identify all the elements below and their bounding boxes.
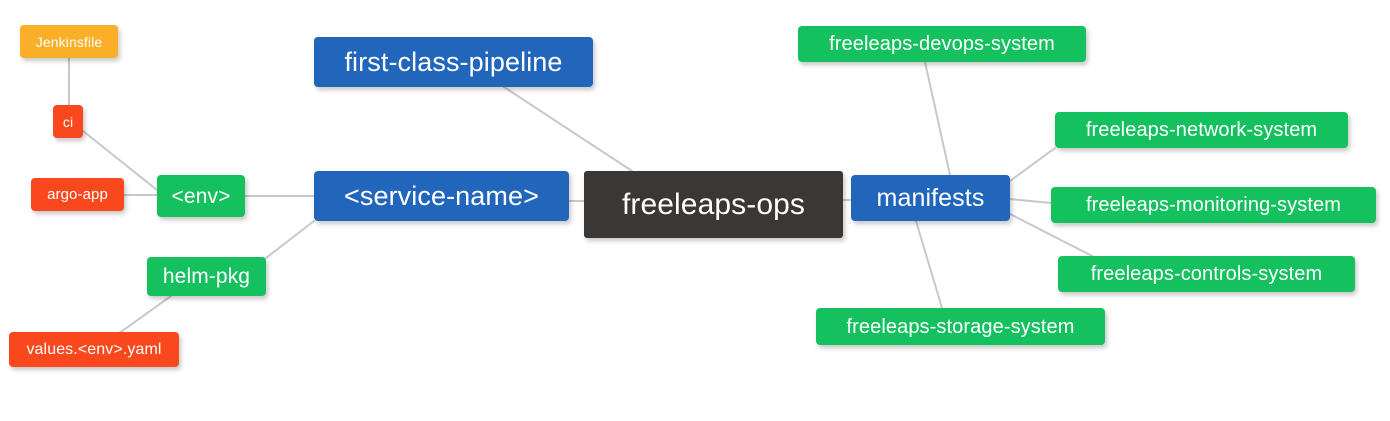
- edge-freeleaps-network-system-to-manifests: [1009, 147, 1056, 182]
- edge-freeleaps-storage-system-to-manifests: [915, 220, 943, 309]
- node-freeleaps-controls-system[interactable]: freeleaps-controls-system: [1058, 256, 1355, 292]
- edge-freeleaps-monitoring-system-to-manifests: [1009, 198, 1052, 204]
- node-jenkinsfile[interactable]: Jenkinsfile: [20, 25, 118, 58]
- node-freeleaps-ops[interactable]: freeleaps-ops: [584, 171, 843, 238]
- node-freeleaps-storage-system[interactable]: freeleaps-storage-system: [816, 308, 1105, 345]
- edge-freeleaps-devops-system-to-manifests: [924, 61, 951, 176]
- node-first-class-pipeline[interactable]: first-class-pipeline: [314, 37, 593, 87]
- node-ci[interactable]: ci: [53, 105, 83, 138]
- edge-helm-pkg-to-values-yaml: [117, 295, 172, 335]
- node-freeleaps-network-system[interactable]: freeleaps-network-system: [1055, 112, 1348, 148]
- node-argo-app[interactable]: argo-app: [31, 178, 124, 211]
- node-manifests[interactable]: manifests: [851, 175, 1010, 221]
- edge-first-class-pipeline-to-freeleaps-ops: [503, 86, 633, 172]
- node-freeleaps-devops-system[interactable]: freeleaps-devops-system: [798, 26, 1086, 62]
- node-service-name[interactable]: <service-name>: [314, 171, 569, 221]
- edge-service-name-to-helm-pkg: [265, 220, 315, 259]
- node-values-yaml[interactable]: values.<env>.yaml: [9, 332, 179, 367]
- node-helm-pkg[interactable]: helm-pkg: [147, 257, 266, 296]
- node-freeleaps-monitoring-system[interactable]: freeleaps-monitoring-system: [1051, 187, 1376, 223]
- node-env[interactable]: <env>: [157, 175, 245, 217]
